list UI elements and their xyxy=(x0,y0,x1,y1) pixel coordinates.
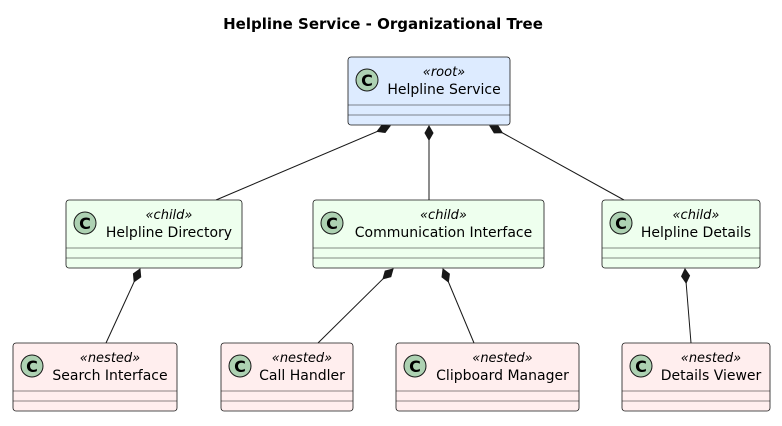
composition-diamond-icon xyxy=(132,268,142,283)
class-name: Helpline Details xyxy=(641,225,751,241)
relation-root-details xyxy=(489,125,625,201)
composition-diamond-icon xyxy=(681,267,691,284)
composition-diamond-icon xyxy=(489,125,504,134)
class-box xyxy=(220,342,354,412)
diagram-title: Helpline Service - Organizational Tree xyxy=(223,15,543,33)
class-stereotype: «nested» xyxy=(80,351,140,366)
class-name: Details Viewer xyxy=(661,368,762,384)
class-glyph: C xyxy=(409,357,421,376)
class-communication: C «child» Communication Interface xyxy=(312,199,545,269)
class-directory: C «child» Helpline Directory xyxy=(65,199,243,269)
class-stereotype: «child» xyxy=(146,208,193,223)
relation-directory-search xyxy=(105,268,142,344)
class-box xyxy=(12,342,178,412)
class-circle-icon: C xyxy=(355,68,379,92)
composition-diamond-icon xyxy=(376,124,391,133)
class-glyph: C xyxy=(635,357,647,376)
class-glyph: C xyxy=(234,357,246,376)
class-details: C «child» Helpline Details xyxy=(601,199,761,269)
class-circle-icon: C xyxy=(320,211,344,235)
class-circle-icon: C xyxy=(629,354,653,378)
class-stereotype: «nested» xyxy=(472,351,532,366)
relation-line xyxy=(215,125,391,201)
composition-diamond-icon xyxy=(424,124,434,142)
class-box xyxy=(621,342,771,412)
class-circle-icon: C xyxy=(403,354,427,378)
class-box xyxy=(395,342,580,412)
class-box xyxy=(312,199,545,269)
class-root: C «root» Helpline Service xyxy=(347,56,511,126)
class-name: Helpline Service xyxy=(387,82,500,98)
class-glyph: C xyxy=(361,71,373,90)
class-box xyxy=(347,56,511,126)
class-circle-icon: C xyxy=(609,211,633,235)
class-glyph: C xyxy=(326,214,338,233)
class-stereotype: «root» xyxy=(423,65,465,80)
classes: C«root»Helpline ServiceC«child»Helpline … xyxy=(12,56,771,412)
class-name: Call Handler xyxy=(259,368,345,384)
composition-diamond-icon xyxy=(441,268,450,283)
class-stereotype: «child» xyxy=(420,208,467,223)
class-search: C «nested» Search Interface xyxy=(12,342,178,412)
class-circle-icon: C xyxy=(20,354,44,378)
class-name: Search Interface xyxy=(52,368,167,384)
class-box xyxy=(65,199,243,269)
class-glyph: C xyxy=(615,214,627,233)
relation-communication-call xyxy=(317,268,394,344)
relation-details-viewer xyxy=(681,267,692,344)
relation-communication-clipboard xyxy=(441,268,475,344)
class-box xyxy=(601,199,761,269)
class-stereotype: «nested» xyxy=(272,351,332,366)
class-name: Clipboard Manager xyxy=(436,368,569,384)
class-call: C «nested» Call Handler xyxy=(220,342,354,412)
class-name: Helpline Directory xyxy=(106,225,232,241)
class-circle-icon: C xyxy=(73,211,97,235)
class-glyph: C xyxy=(26,357,38,376)
relation-line xyxy=(489,125,625,201)
relation-root-communication xyxy=(424,124,434,200)
class-clipboard: C «nested» Clipboard Manager xyxy=(395,342,580,412)
class-glyph: C xyxy=(79,214,91,233)
relation-line xyxy=(317,268,394,344)
class-circle-icon: C xyxy=(228,354,252,378)
relation-root-directory xyxy=(215,124,391,201)
composition-diamond-icon xyxy=(382,268,394,280)
class-stereotype: «child» xyxy=(673,208,720,223)
class-viewer: C «nested» Details Viewer xyxy=(621,342,771,412)
relations xyxy=(105,124,692,344)
class-name: Communication Interface xyxy=(355,225,532,241)
class-stereotype: «nested» xyxy=(681,351,741,366)
